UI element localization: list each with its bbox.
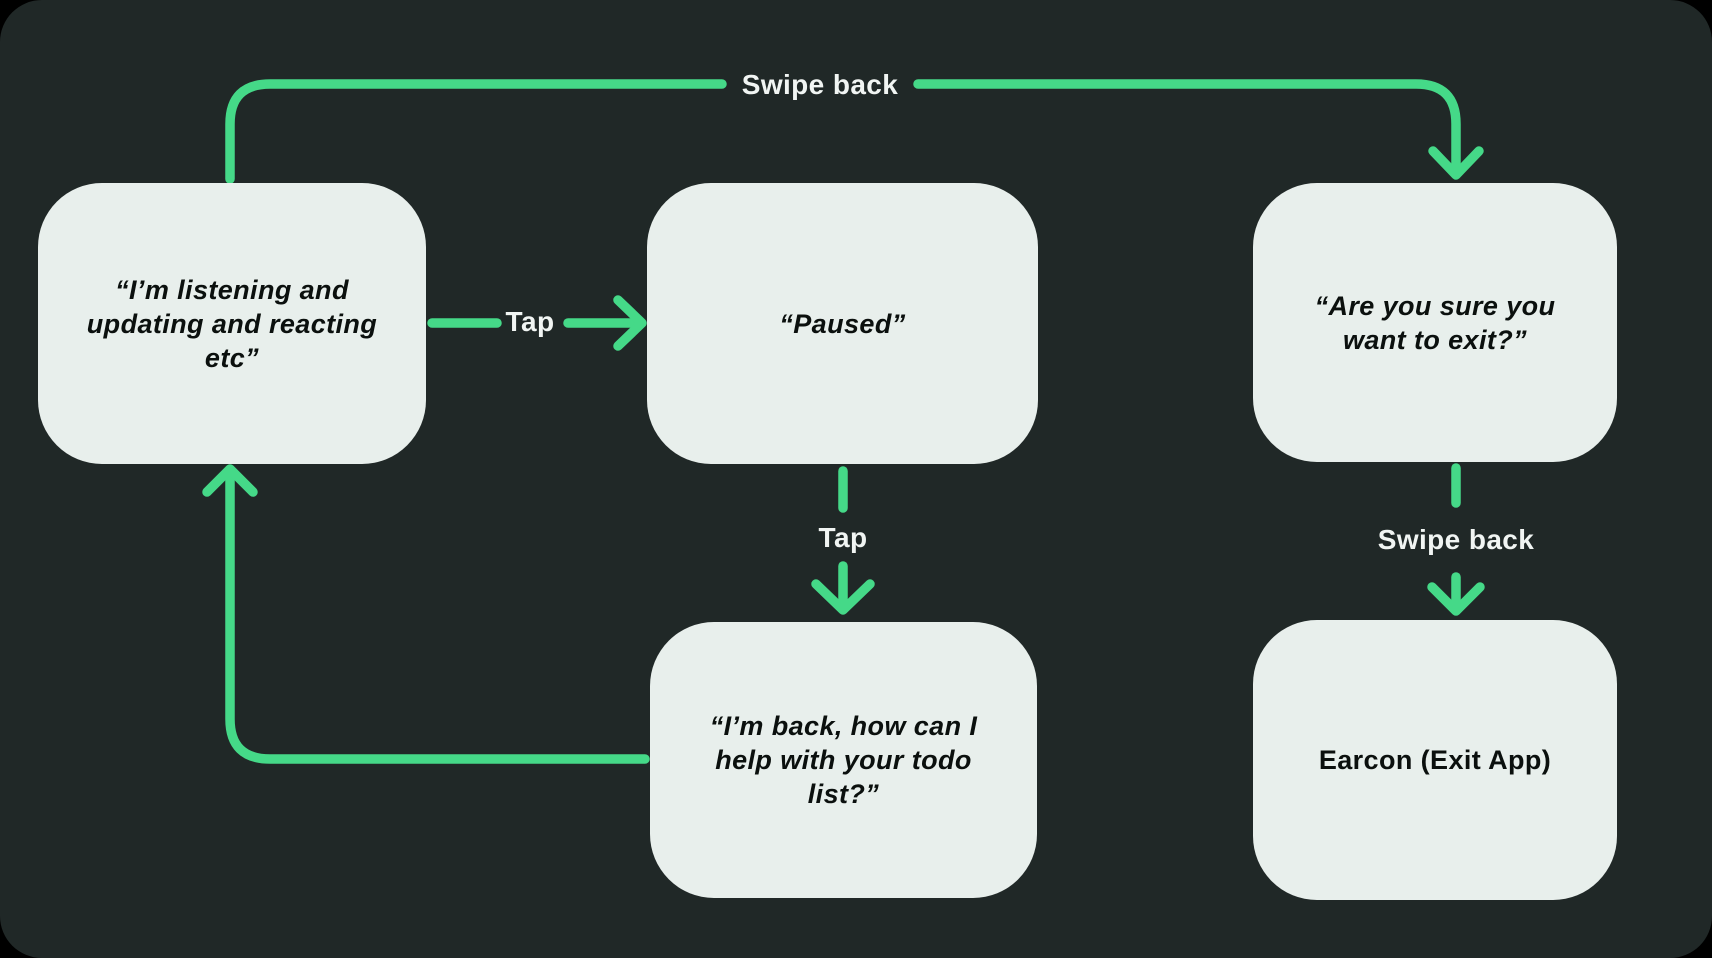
node-paused: “Paused” <box>647 183 1038 464</box>
arrow-up-icon <box>202 464 258 497</box>
edge-label-tap-resume: Tap <box>818 522 868 553</box>
arrow-down-icon <box>1428 146 1484 180</box>
arrow-down-icon <box>1427 582 1485 616</box>
edge-return-loop-line <box>225 469 650 764</box>
node-exit-confirm: “Are you sure you want to exit?” <box>1253 183 1617 462</box>
edge-label-swipe-back-exit: Swipe back <box>1377 524 1535 555</box>
node-back-helping: “I’m back, how can I help with your todo… <box>650 622 1037 898</box>
edge-swipe-back-top-line-left <box>225 79 727 184</box>
arrow-down-icon <box>811 579 875 615</box>
node-listening: “I’m listening and updating and reacting… <box>38 183 426 464</box>
edge-label-swipe-back-top: Swipe back <box>741 69 899 100</box>
arrow-right-icon <box>613 295 647 351</box>
edge-return-loop <box>202 464 650 764</box>
edge-swipe-back-top-line-right <box>913 79 1461 177</box>
node-earcon-exit-app: Earcon (Exit App) <box>1253 620 1617 900</box>
edge-label-tap-pause: Tap <box>505 306 555 337</box>
